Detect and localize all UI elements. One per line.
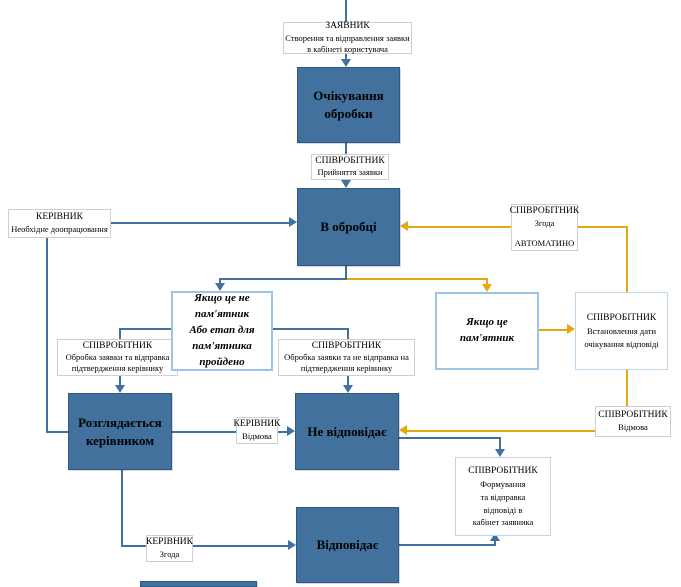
arrow-into-responding-left	[288, 540, 296, 550]
connector-refusal-to-notresponding-h	[406, 430, 628, 432]
connector-split-right-v	[486, 278, 488, 286]
action-form-response: СПІВРОБІТНИК Формування та відправка від…	[455, 457, 551, 536]
label-staff-agree-role: СПІВРОБІТНИК	[509, 206, 580, 216]
decision-not-monument-l2: пам'ятник	[194, 308, 250, 321]
connector-split-left-h	[219, 278, 347, 280]
label-manager-agree: КЕРІВНИК Згода	[146, 535, 193, 562]
label-manager-rework-line: Необхідне доопрацювання	[11, 223, 108, 234]
arrow-into-review-top	[115, 385, 125, 393]
action-form-l4: кабінет заявника	[472, 517, 534, 528]
arrow-into-setdate	[567, 324, 575, 334]
label-staff-no-confirmation: СПІВРОБІТНИК Обробка заявки та не відпра…	[278, 339, 415, 376]
connector-split-left-v	[219, 278, 221, 285]
connector-notmonument-right-h	[273, 328, 349, 330]
arrow-into-monument	[482, 284, 492, 292]
arrow-into-notmonument	[215, 283, 225, 291]
state-responding: Відповідає	[296, 507, 399, 583]
connector-review-rework-v	[46, 222, 48, 432]
arrow-into-form-bottom	[490, 533, 500, 541]
state-in-processing: В обробці	[297, 188, 400, 266]
connector-notresponding-to-form-h	[399, 437, 501, 439]
label-applicant-create: ЗАЯВНИК Створення та відправлення заявки…	[283, 21, 412, 54]
action-set-date-role: СПІВРОБІТНИК	[586, 313, 657, 324]
action-set-response-date: СПІВРОБІТНИК Встановлення дати очікуванн…	[575, 292, 668, 370]
decision-not-monument-l3: Або етап для	[189, 324, 255, 337]
arrow-into-waiting	[341, 59, 351, 67]
connector-setdate-up-v	[626, 227, 628, 292]
label-staff-nosend-line2: підтвердження керівнику	[300, 363, 393, 374]
connector-setdate-down-v	[626, 370, 628, 431]
arrow-into-processing-right	[400, 221, 408, 231]
label-applicant-role: ЗАЯВНИК	[325, 21, 370, 32]
connector-agree-to-responding-h	[121, 545, 289, 547]
connector-notmonument-left-h	[120, 328, 172, 330]
label-manager-refusal-line: Відмова	[242, 430, 272, 441]
connector-split-right-h	[347, 278, 488, 280]
arrow-into-processing-top	[341, 180, 351, 188]
connector-responding-to-form-h	[399, 544, 496, 546]
label-manager-agree-role: КЕРІВНИК	[146, 537, 193, 548]
label-staff-nosend-role: СПІВРОБІТНИК	[311, 340, 382, 351]
decision-not-monument: Якщо це не пам'ятник Або етап для пам'ят…	[171, 291, 273, 371]
arrow-into-processing-left	[289, 217, 297, 227]
connector-rework-to-processing-h	[47, 222, 289, 224]
connector-review-bottom-v	[121, 470, 123, 547]
action-form-l2: та відправка	[480, 491, 526, 502]
action-form-role: СПІВРОБІТНИК	[468, 465, 538, 476]
connector-review-left-out	[46, 431, 68, 433]
label-manager-refusal-role: КЕРІВНИК	[233, 419, 281, 430]
arrow-into-notresponding-top	[343, 385, 353, 393]
state-not-responding-label: Не відповідає	[307, 423, 387, 439]
arrow-into-form-top	[495, 449, 505, 457]
label-staff-refusal: СПІВРОБІТНИК Відмова	[595, 406, 671, 437]
state-manager-review-label: Розглядається керівником	[78, 414, 162, 448]
label-staff-agree-line: Згода	[534, 217, 555, 228]
connector-monument-to-setdate	[539, 329, 568, 331]
label-staff-send-line1: Обробка заявки та відправка	[65, 352, 170, 363]
decision-not-monument-l1: Якщо це не	[194, 292, 250, 305]
label-manager-refusal: КЕРІВНИК Відмова	[233, 417, 281, 444]
arrow-into-notresponding-right	[399, 425, 407, 435]
state-manager-review: Розглядається керівником	[68, 393, 172, 470]
state-waiting-label: Очікування обробки	[313, 88, 384, 121]
decision-monument: Якщо це пам'ятник	[435, 292, 539, 370]
decision-not-monument-l4: пам'ятника	[192, 339, 252, 352]
label-staff-refusal-line: Відмова	[618, 421, 648, 432]
action-form-l3: відповіді в	[483, 504, 523, 515]
action-form-l1: Формування	[480, 479, 526, 490]
label-staff-accept-line: Прийняття заявки	[317, 167, 383, 178]
connector-top-entry	[345, 0, 347, 22]
label-applicant-line2: в кабінеті користувача	[307, 43, 388, 54]
arrow-into-notresponding-left	[287, 426, 295, 436]
connector-processing-bottom-out	[345, 266, 347, 279]
label-staff-accept-role: СПІВРОБІТНИК	[315, 155, 385, 166]
decision-monument-l1: Якщо це	[466, 316, 508, 329]
state-in-processing-label: В обробці	[320, 219, 377, 235]
label-manager-agree-line: Згода	[159, 548, 180, 559]
state-cutoff-bottom	[140, 581, 257, 587]
label-manager-rework: КЕРІВНИК Необхідне доопрацювання	[8, 209, 111, 238]
connector-review-to-notresponding	[172, 431, 288, 433]
action-set-date-l1: Встановлення дати	[586, 326, 657, 337]
connector-responding-to-form-v	[494, 540, 496, 546]
label-staff-agree-auto: СПІВРОБІТНИК Згода АВТОМАТИНО	[509, 204, 580, 251]
connector-applicant-to-waiting	[345, 54, 347, 61]
connector-notresponding-to-form-v	[499, 437, 501, 450]
decision-not-monument-l5: пройдено	[199, 355, 245, 368]
state-responding-label: Відповідає	[316, 537, 379, 553]
state-waiting: Очікування обробки	[297, 67, 400, 143]
label-staff-send-role: СПІВРОБІТНИК	[82, 340, 153, 351]
label-staff-refusal-role: СПІВРОБІТНИК	[598, 410, 668, 421]
label-automatic-line: АВТОМАТИНО	[514, 237, 575, 248]
label-manager-rework-role: КЕРІВНИК	[36, 212, 83, 223]
label-staff-nosend-line1: Обробка заявки та не відправка на	[284, 352, 409, 363]
action-set-date-l2: очікування відповіді	[584, 339, 659, 350]
label-staff-send-line2: підтвердження керівнику	[71, 363, 164, 374]
label-applicant-line1: Створення та відправлення заявки	[285, 32, 410, 43]
decision-monument-l2: пам'ятник	[459, 332, 515, 344]
label-staff-send-confirmation: СПІВРОБІТНИК Обробка заявки та відправка…	[57, 339, 178, 376]
label-staff-accept: СПІВРОБІТНИК Прийняття заявки	[311, 154, 389, 180]
state-not-responding: Не відповідає	[295, 393, 399, 470]
